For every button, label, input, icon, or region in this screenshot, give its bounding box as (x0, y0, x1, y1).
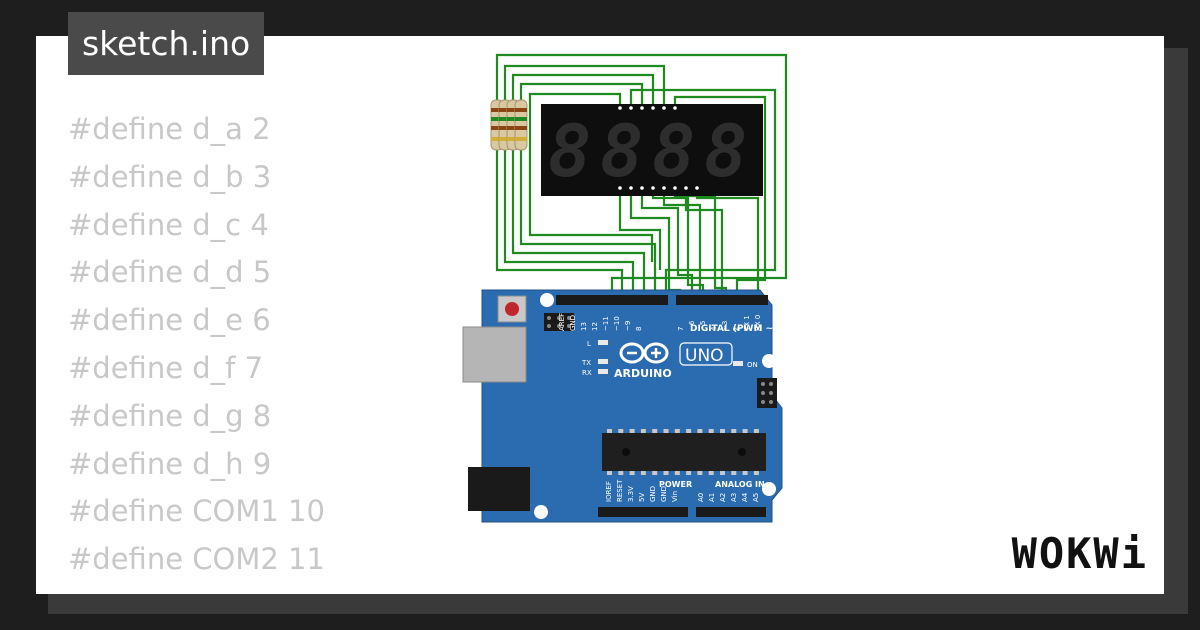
power-jack (468, 467, 530, 511)
wire (618, 188, 662, 270)
pin-label: ~5 (699, 321, 707, 331)
pin-label: ~9 (624, 321, 632, 331)
code-line: #define d_d 5 (68, 255, 272, 290)
code-line: #define COM3 12 (68, 584, 325, 594)
wire (629, 88, 777, 300)
pin-label: A1 (708, 493, 716, 502)
pin-label: A3 (730, 493, 738, 502)
wire (519, 150, 657, 300)
pin-label: 5V (638, 493, 646, 502)
display-digit: 8 (704, 109, 747, 193)
code-line: #define d_f 7 (68, 350, 264, 385)
wire (695, 188, 760, 298)
pin-label: ~10 (613, 316, 621, 331)
analog-header-label: ANALOG IN (715, 480, 765, 489)
pin-label: ~3 (721, 321, 729, 331)
digital-header-label: DIGITAL (PWM ~) (690, 324, 777, 334)
analog-header (696, 507, 766, 517)
pin-label: ~6 (688, 320, 696, 331)
pin-label: 3.3V (627, 486, 635, 502)
pin-label: A2 (719, 493, 727, 502)
wire (503, 150, 635, 300)
digital-header (556, 295, 668, 305)
pin-label: RESET (616, 479, 624, 502)
wire (673, 95, 767, 300)
wokwi-logo: WOKWi (1011, 529, 1148, 578)
pin-label: 8 (635, 327, 643, 331)
code-line: #define d_b 3 (68, 159, 272, 194)
file-tab[interactable]: sketch.ino (68, 12, 265, 75)
led-label-on: ON (747, 361, 758, 369)
wire (511, 73, 655, 108)
arduino-brand: ARDUINO (614, 367, 672, 380)
led-label-tx: TX (581, 359, 591, 367)
code-line: #define COM2 11 (68, 542, 325, 577)
wire (528, 92, 654, 262)
resistors (490, 99, 528, 151)
code-line: #define d_e 6 (68, 303, 271, 338)
pin-label: A0 (697, 493, 705, 502)
arduino-logo-icon (619, 342, 669, 364)
code-editor: #define d_a 2 #define d_b 3 #define d_c … (68, 106, 325, 594)
pin-label: 2 (732, 327, 740, 331)
wire (519, 82, 644, 108)
pin-label: ~11 (602, 316, 610, 331)
code-line: #define d_c 4 (68, 207, 269, 242)
digital-header (676, 295, 768, 305)
pin-label: 13 (580, 322, 588, 331)
pin-label: 7 (677, 327, 685, 331)
resistor (514, 99, 528, 151)
display-digit: 8 (652, 109, 695, 193)
pin-label: A5 (752, 493, 760, 502)
display-digit: 8 (548, 109, 591, 193)
power-header (598, 507, 688, 517)
pin-label: TX 1 (743, 315, 751, 332)
arduino-model: UNO (685, 346, 724, 366)
code-line: #define d_h 9 (68, 446, 272, 481)
wires (495, 53, 788, 300)
pin-label: AREF (558, 313, 566, 331)
code-line: #define COM1 10 (68, 494, 325, 529)
wire (511, 150, 646, 300)
wire (503, 64, 666, 108)
code-line: #define d_g 8 (68, 398, 272, 433)
pin-label: RX 0 (754, 315, 762, 331)
pin-label: 4 (710, 326, 718, 331)
led-label-l: L (587, 340, 591, 348)
wire (651, 188, 705, 300)
pin-label: IOREF (605, 481, 613, 502)
wire (495, 53, 788, 300)
wire (640, 188, 694, 300)
pin-label: A4 (741, 492, 749, 502)
led-label-rx: RX (582, 369, 592, 377)
seven-segment-display[interactable]: 8 8 8 8 (541, 104, 763, 196)
pin-label: GND (660, 486, 668, 502)
pin-label: GND (569, 315, 577, 331)
code-line: #define d_a 2 (68, 112, 271, 146)
power-header-label: POWER (659, 480, 692, 489)
usb-port (462, 326, 527, 383)
pin-label: 12 (591, 322, 599, 331)
pin-label: Vin (671, 491, 679, 502)
wire (495, 150, 624, 300)
display-digit: 8 (600, 109, 643, 193)
pin-label: GND (649, 486, 657, 502)
